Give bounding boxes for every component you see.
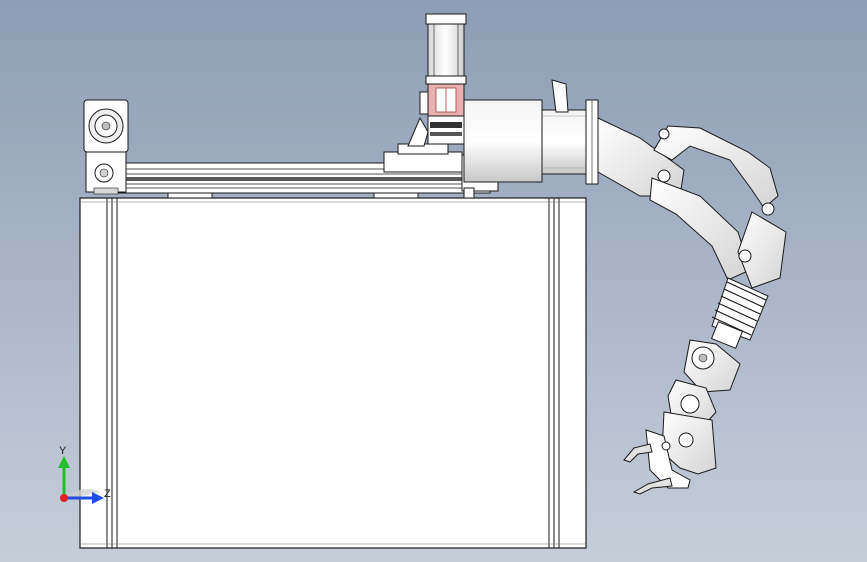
wrist-bellows[interactable] — [710, 277, 769, 349]
wrist-joint[interactable] — [667, 339, 741, 431]
base-cabinet[interactable] — [79, 197, 587, 549]
y-axis-label: Y — [59, 445, 67, 457]
left-end-motor[interactable] — [83, 99, 129, 195]
motor-coupling[interactable] — [419, 83, 465, 117]
z-slide-block[interactable] — [407, 115, 465, 147]
vertical-stepper-motor[interactable] — [425, 13, 467, 85]
coordinate-triad: Y Z — [58, 445, 111, 504]
z-axis-arrow-icon — [64, 492, 104, 504]
forearm[interactable] — [649, 177, 787, 289]
triad-origin-icon — [60, 494, 68, 502]
upper-arm[interactable] — [597, 117, 779, 216]
gripper-finger-upper[interactable] — [623, 443, 653, 463]
z-axis-label: Z — [104, 488, 111, 500]
shoulder-housing[interactable] — [463, 79, 599, 185]
gripper-finger-lower[interactable] — [632, 477, 673, 495]
gripper[interactable] — [645, 411, 717, 489]
carriage[interactable] — [383, 143, 463, 173]
y-axis-arrow-icon — [58, 456, 70, 498]
